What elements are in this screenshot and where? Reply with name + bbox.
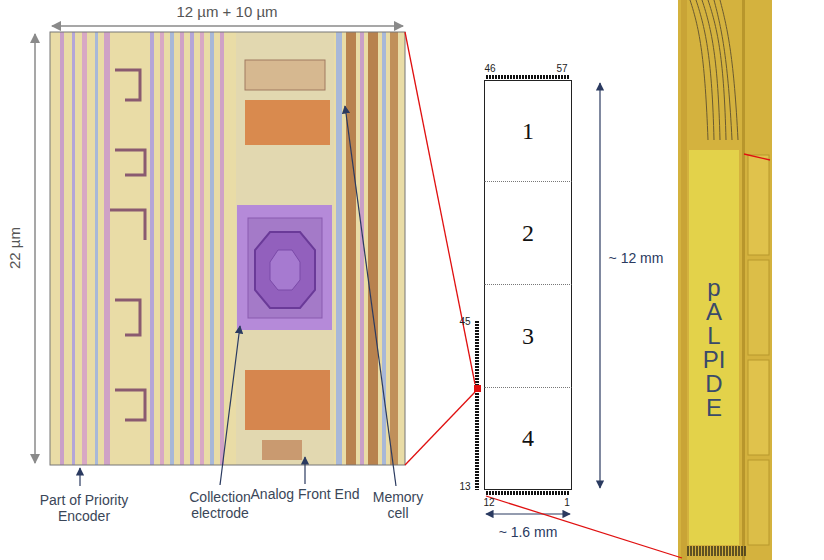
pin-row bbox=[486, 491, 570, 495]
chip-region: 4 bbox=[484, 387, 572, 490]
pointer-arrow bbox=[345, 106, 396, 486]
die-band: pALPIDE bbox=[689, 150, 739, 545]
pin-number: 46 bbox=[484, 63, 495, 75]
dimension-label: ~ 1.6 mm bbox=[499, 524, 558, 540]
part-label: Part of Priority Encoder bbox=[28, 492, 140, 524]
chip-region: 3 bbox=[484, 284, 572, 387]
chip-region: 2 bbox=[484, 181, 572, 284]
pin-column bbox=[475, 320, 479, 490]
pointer-arrow bbox=[304, 457, 305, 484]
dimension-label: 12 µm + 10 µm bbox=[176, 3, 277, 20]
pin-row bbox=[486, 75, 570, 79]
part-label: Memory cell bbox=[363, 489, 433, 521]
pixel-layout bbox=[50, 32, 405, 465]
pin-number: 12 bbox=[483, 497, 494, 509]
pin-number: 45 bbox=[459, 316, 470, 328]
dimension-label: 22 µm bbox=[6, 227, 23, 269]
pin-number: 13 bbox=[459, 481, 470, 493]
zoom-line bbox=[405, 32, 770, 558]
dimension-arrow bbox=[34, 34, 36, 463]
dimension-arrow bbox=[599, 83, 600, 488]
die-photo bbox=[678, 0, 772, 560]
region-number: 4 bbox=[522, 425, 534, 452]
dimension-arrow bbox=[52, 25, 403, 27]
part-label: Analog Front End bbox=[251, 486, 360, 502]
pixel-marker bbox=[474, 385, 481, 392]
region-number: 2 bbox=[522, 220, 534, 247]
pointer-arrow bbox=[79, 468, 80, 486]
pin-number: 1 bbox=[564, 497, 570, 509]
dimension-label: ~ 12 mm bbox=[609, 250, 664, 266]
chip-name: pALPIDE bbox=[702, 276, 726, 420]
pointer-arrow bbox=[220, 326, 240, 485]
chip-region: 1 bbox=[484, 80, 572, 181]
region-number: 1 bbox=[522, 118, 534, 145]
pin-number: 57 bbox=[556, 63, 567, 75]
dimension-arrow bbox=[486, 513, 570, 514]
region-number: 3 bbox=[522, 323, 534, 350]
